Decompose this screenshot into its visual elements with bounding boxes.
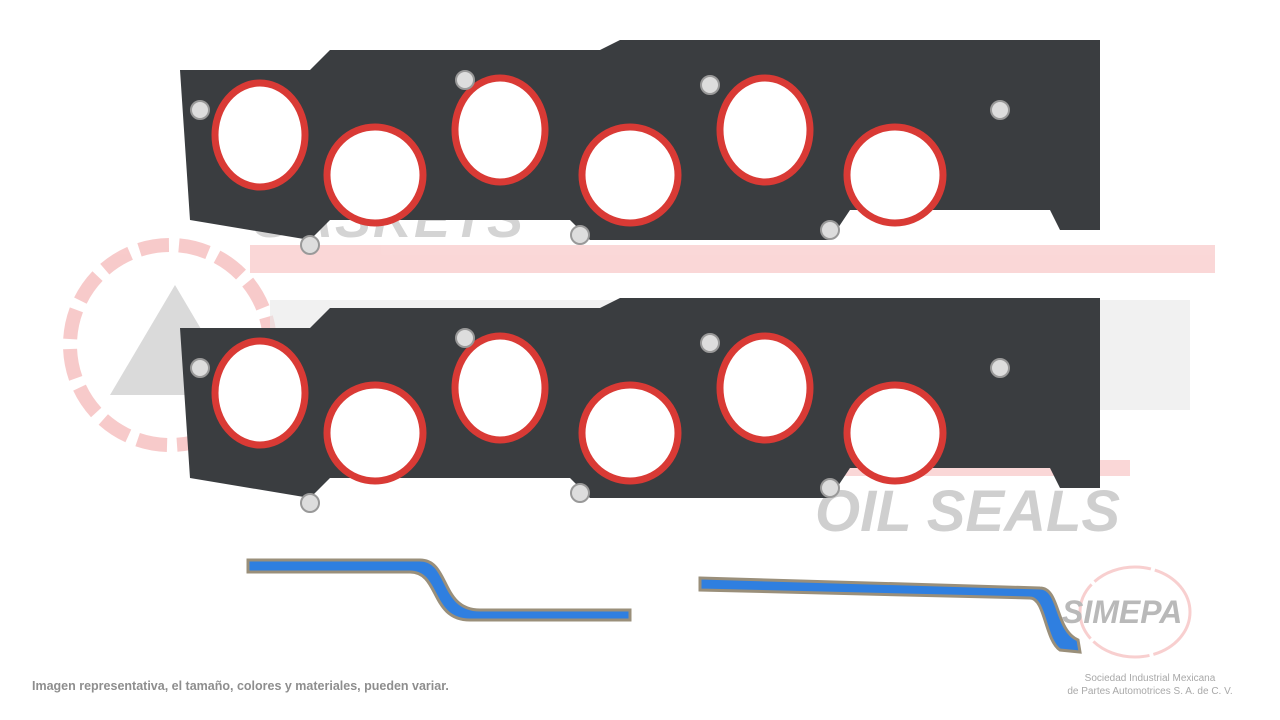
simepa-logo-graphic xyxy=(1078,565,1192,659)
company-line-2: de Partes Automotrices S. A. de C. V. xyxy=(1067,686,1233,697)
company-name: Sociedad Industrial Mexicana de Partes A… xyxy=(1040,672,1260,698)
simepa-logo: SIMEPA xyxy=(1062,594,1183,630)
disclaimer-text: Imagen representativa, el tamaño, colore… xyxy=(32,679,449,693)
watermark-oil-seals: OIL SEALS xyxy=(815,479,1121,544)
company-line-1: Sociedad Industrial Mexicana xyxy=(1084,673,1216,684)
